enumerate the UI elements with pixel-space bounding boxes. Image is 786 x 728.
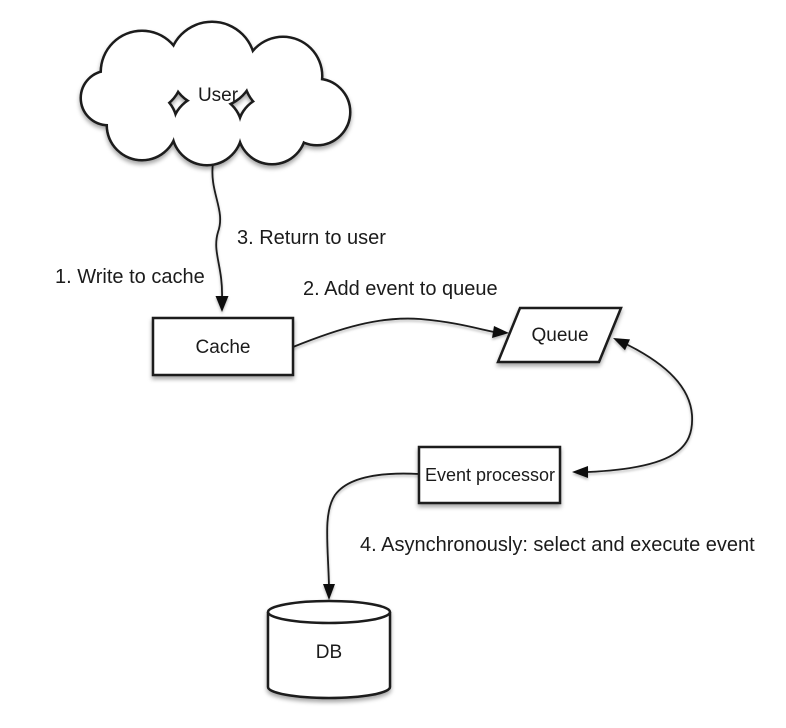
node-event-processor-label: Event processor — [425, 465, 555, 485]
arrowhead-into-queue-right — [613, 338, 630, 351]
edge-label-return-to-user: 3. Return to user — [237, 227, 386, 249]
node-queue — [496, 306, 623, 364]
node-db-label: DB — [316, 642, 342, 663]
node-event-processor — [417, 445, 562, 505]
node-db — [266, 599, 392, 700]
arrowhead-into-db — [323, 584, 335, 600]
edge-label-add-event-to-queue: 2. Add event to queue — [303, 278, 498, 300]
arrowhead-into-cache — [215, 296, 229, 312]
edge-label-write-to-cache: 1. Write to cache — [55, 266, 205, 288]
node-user — [79, 20, 352, 167]
edge-label-async-execute: 4. Asynchronously: select and execute ev… — [360, 534, 755, 556]
node-cache-label: Cache — [196, 337, 251, 358]
edge-cache-to-queue — [292, 317, 495, 348]
node-cache — [151, 316, 295, 377]
edge-queue-event-processor — [587, 343, 693, 473]
node-queue-label: Queue — [531, 325, 588, 346]
node-user-label: User — [198, 85, 239, 106]
edge-user-to-cache — [211, 162, 223, 299]
edge-event-processor-to-db — [326, 472, 420, 587]
arrowhead-into-queue-left — [492, 326, 509, 338]
arrowhead-into-event-processor — [572, 466, 588, 478]
edge-layer — [211, 162, 693, 600]
db-cylinder-body — [266, 612, 392, 700]
db-cylinder-top — [266, 599, 392, 625]
cloud-outline — [79, 20, 352, 167]
